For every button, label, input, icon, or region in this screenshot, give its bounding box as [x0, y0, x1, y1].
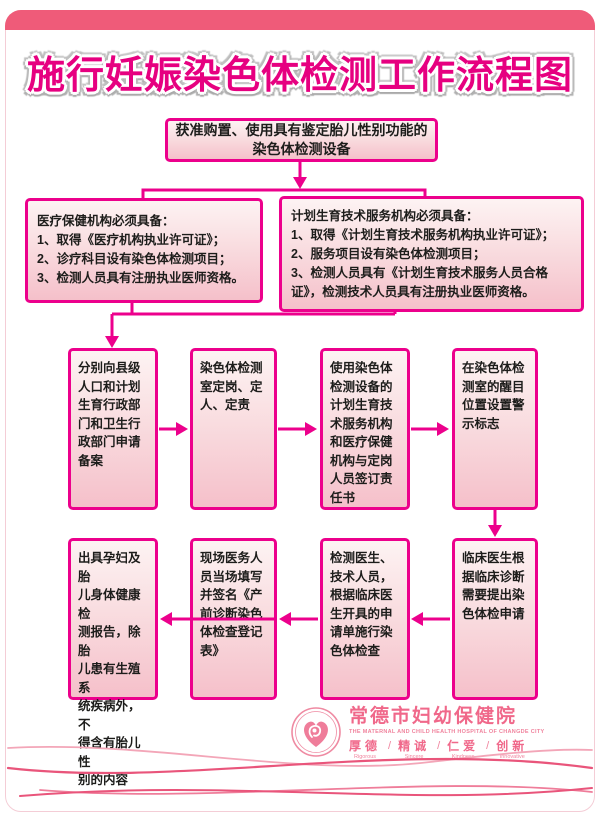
motto-zh: 精诚 [398, 739, 431, 753]
motto-zh: 仁爱 [447, 739, 480, 753]
hospital-text-block: 常德市妇幼保健院 THE MATERNAL AND CHILD HEALTH H… [349, 706, 544, 761]
hospital-mottos: 厚德 Rigorous / 精诚 Sincere / 仁爱 Kindness /… [349, 740, 544, 761]
medical-institution-requirements-box: 医疗保健机构必须具备： 1、取得《医疗机构执业许可证》； 2、诊疗科目设有染色体… [25, 198, 263, 303]
poster-title: 施行妊娠染色体检测工作流程图 [26, 55, 573, 97]
motto-en: Innovative [499, 754, 525, 760]
motto-item: 精诚 Sincere [398, 740, 430, 761]
step-test-request-box: 临床医生根 据临床诊断 需要提出染 色体检申请 [452, 538, 538, 700]
motto-en: Rigorous [354, 754, 377, 760]
motto-item: 厚德 Rigorous [349, 740, 381, 761]
step-lab-staffing-box: 染色体检测 室定岗、定 人、定责 [190, 348, 277, 510]
step-perform-test-box: 检测医生、 技术人员， 根据临床医 生开具的申 请单施行染 色体检查 [320, 538, 410, 700]
step-registration-form-box: 现场医务人 员当场填写 并签名《产 前诊断染色 体检查登记 表》 [190, 538, 277, 700]
hospital-footer: 常德市妇幼保健院 THE MATERNAL AND CHILD HEALTH H… [290, 706, 544, 761]
motto-zh: 厚德 [349, 739, 382, 753]
step-warning-sign-box: 在染色体检 测室的醒目 位置设置警 示标志 [452, 348, 538, 510]
hospital-logo-icon [291, 707, 341, 757]
motto-separator: / [437, 740, 441, 752]
device-approval-box: 获准购置、使用具有鉴定胎儿性别功能的 染色体检测设备 [165, 118, 438, 162]
family-planning-requirements-box: 计划生育技术服务机构必须具备： 1、取得《计划生育技术服务机构执业许可证》； 2… [279, 196, 584, 312]
motto-zh: 创新 [496, 739, 529, 753]
motto-separator: / [388, 740, 392, 752]
step-responsibility-agreement-box: 使用染色体 检测设备的 计划生育技 术服务机构 和医疗保健 机构与定岗 人员签订… [320, 348, 410, 510]
hospital-name: 常德市妇幼保健院 [349, 706, 518, 727]
step-apply-filing-box: 分别向县级 人口和计划 生育行政部 门和卫生行 政部门申请 备案 [68, 348, 158, 510]
motto-item: 创新 Innovative [496, 740, 528, 761]
header-band [5, 10, 595, 30]
motto-en: Sincere [404, 754, 424, 760]
hospital-name-en: THE MATERNAL AND CHILD HEALTH HOSPITAL O… [349, 729, 545, 735]
motto-en: Kindness [451, 754, 475, 760]
motto-separator: / [486, 740, 490, 752]
device-approval-text: 获准购置、使用具有鉴定胎儿性别功能的 染色体检测设备 [175, 122, 428, 157]
motto-item: 仁爱 Kindness [447, 740, 479, 761]
step-health-report-box: 出具孕妇及胎 儿身体健康检 测报告，除胎 儿患有生殖系 统疾病外，不 得含有胎儿… [68, 538, 158, 787]
